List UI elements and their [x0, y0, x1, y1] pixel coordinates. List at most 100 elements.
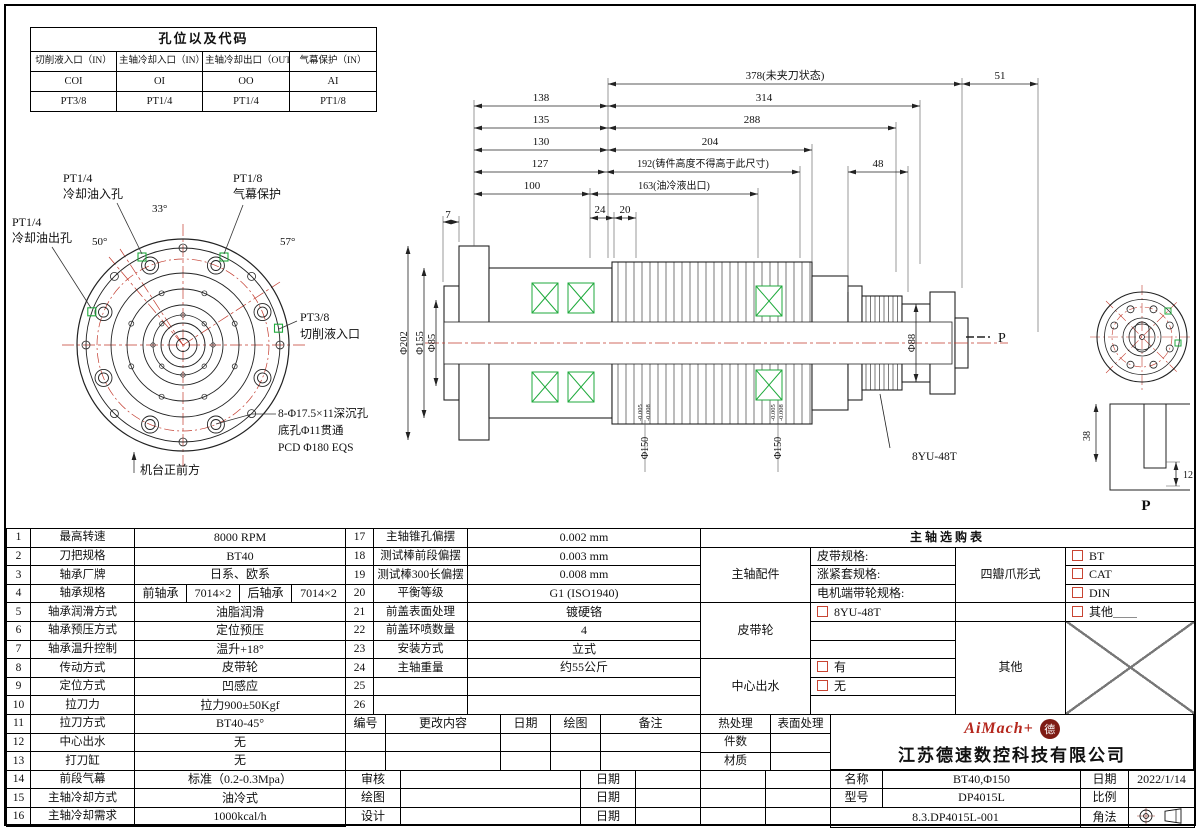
- row-label: 传动方式: [30, 658, 135, 678]
- option-other: 其他＿＿: [1064, 602, 1196, 622]
- date-cell: [635, 806, 701, 827]
- row-label: 前段气幕: [30, 769, 135, 790]
- sleeve-spec-label: 涨紧套规格:: [810, 565, 956, 585]
- draw-label: 绘图: [345, 788, 401, 808]
- row-value: 4: [467, 620, 701, 641]
- row-number: 7: [6, 639, 31, 660]
- checkbox-icon: [817, 679, 828, 691]
- hole-code-table: 孔位以及代码 切削液入口（IN） 主轴冷却入口（IN） 主轴冷却出口（OUT） …: [29, 27, 378, 112]
- row-label: 中心出水: [30, 732, 135, 753]
- projection-symbol-icon: [1136, 808, 1181, 824]
- row-number: 21: [345, 602, 374, 622]
- end-view-centerlines: [1090, 285, 1192, 390]
- row-label: 打刀缸: [30, 751, 135, 771]
- row-value: 油脂润滑: [133, 602, 347, 622]
- surface-treatment-label: 表面处理: [770, 714, 831, 734]
- row-label: 平衡等级: [373, 583, 468, 604]
- material-label: 材质: [700, 751, 771, 772]
- row-label: 主轴冷却需求: [30, 806, 135, 827]
- dim-130: 130: [533, 136, 550, 148]
- dim-7: 7: [445, 209, 451, 221]
- row-value: 无: [133, 732, 347, 753]
- svg-text:Φ150: Φ150: [640, 437, 651, 459]
- rev-header: 日期: [500, 714, 551, 734]
- dim-24: 24: [595, 204, 607, 216]
- front-view: [51, 202, 306, 473]
- model-label: 型号: [830, 788, 883, 808]
- selection-title: 主轴选购表: [699, 528, 1196, 548]
- logo-text: AiMach+: [964, 719, 1034, 737]
- centerlines: [62, 224, 306, 468]
- row-number: 26: [345, 695, 374, 715]
- dim-288: 288: [744, 114, 761, 126]
- row-number: 9: [6, 676, 31, 697]
- checkbox-icon: [817, 661, 828, 673]
- row-label: 拉刀力: [30, 695, 135, 715]
- check-label: 审核: [345, 769, 401, 790]
- row-value: BT40-45°: [133, 713, 347, 734]
- empty-cell: [955, 602, 1066, 622]
- scale-value: [1128, 788, 1195, 808]
- dim-204: 204: [702, 136, 719, 148]
- hole-table-header-row: 切削液入口（IN） 主轴冷却入口（IN） 主轴冷却出口（OUT） 气幕保护（IN…: [30, 51, 378, 72]
- revision-table: 编号 更改内容 日期 绘图 备注: [345, 714, 701, 771]
- dia-150-rear: Φ150 -0.005 -0.008: [770, 404, 785, 459]
- hole-header: 主轴冷却出口（OUT）: [202, 51, 290, 72]
- row-number: 17: [345, 528, 374, 548]
- angle-33: 33°: [152, 203, 167, 215]
- checkbox-icon: [1072, 549, 1083, 561]
- row-number: 10: [6, 695, 31, 715]
- bolt-holes: [94, 256, 272, 434]
- rev-header: 更改内容: [385, 714, 501, 734]
- section-p-label: P: [998, 331, 1006, 346]
- row-number: 22: [345, 620, 374, 641]
- belt-spec-label: 皮带规格:: [810, 546, 956, 567]
- row-value: 日系、欧系: [133, 565, 347, 585]
- option-din: DIN: [1064, 583, 1196, 604]
- section-view-labels: 378(未夹刀状态) 51 138 314 135 288 130 204 12…: [399, 68, 1006, 463]
- angle-57: 57°: [280, 236, 295, 248]
- checkbox-icon: [1072, 605, 1083, 617]
- row-value: 约55公斤: [467, 658, 701, 678]
- dim-163-note: 163(油冷液出口): [638, 179, 710, 192]
- svg-text:-0.008: -0.008: [645, 404, 652, 421]
- row-label: 刀把规格: [30, 546, 135, 567]
- row-label: 测试棒前段偏摆: [373, 546, 468, 567]
- date-label: 日期: [580, 788, 636, 808]
- row-value: 油冷式: [133, 788, 347, 808]
- row-value: 皮带轮: [133, 658, 347, 678]
- dim-48: 48: [873, 158, 885, 170]
- empty-cell: [810, 639, 956, 660]
- dia-155: Φ155: [415, 331, 426, 354]
- accessories-label: 主轴配件: [700, 546, 811, 604]
- row-label: 安装方式: [373, 639, 468, 660]
- signature-row: 审核 日期: [345, 769, 701, 790]
- dim-138: 138: [533, 92, 550, 104]
- row-value: [467, 695, 701, 715]
- heat-material-block: 热处理 表面处理 件数 材质: [700, 714, 831, 772]
- row-label: 轴承预压方式: [30, 620, 135, 641]
- note-counterbore: 8-Φ17.5×11深沉孔: [278, 406, 369, 420]
- motor-pulley-spec-label: 电机端带轮规格:: [810, 583, 956, 604]
- row-label: 前盖表面处理: [373, 602, 468, 622]
- date-cell: [635, 769, 701, 790]
- detail-p-labels: 38 12 P: [1082, 431, 1193, 514]
- hole-header: 主轴冷却入口（IN）: [116, 51, 203, 72]
- hole-table-title: 孔位以及代码: [29, 27, 378, 52]
- row-number: 23: [345, 639, 374, 660]
- row-number: 18: [345, 546, 374, 567]
- row-number: 8: [6, 658, 31, 678]
